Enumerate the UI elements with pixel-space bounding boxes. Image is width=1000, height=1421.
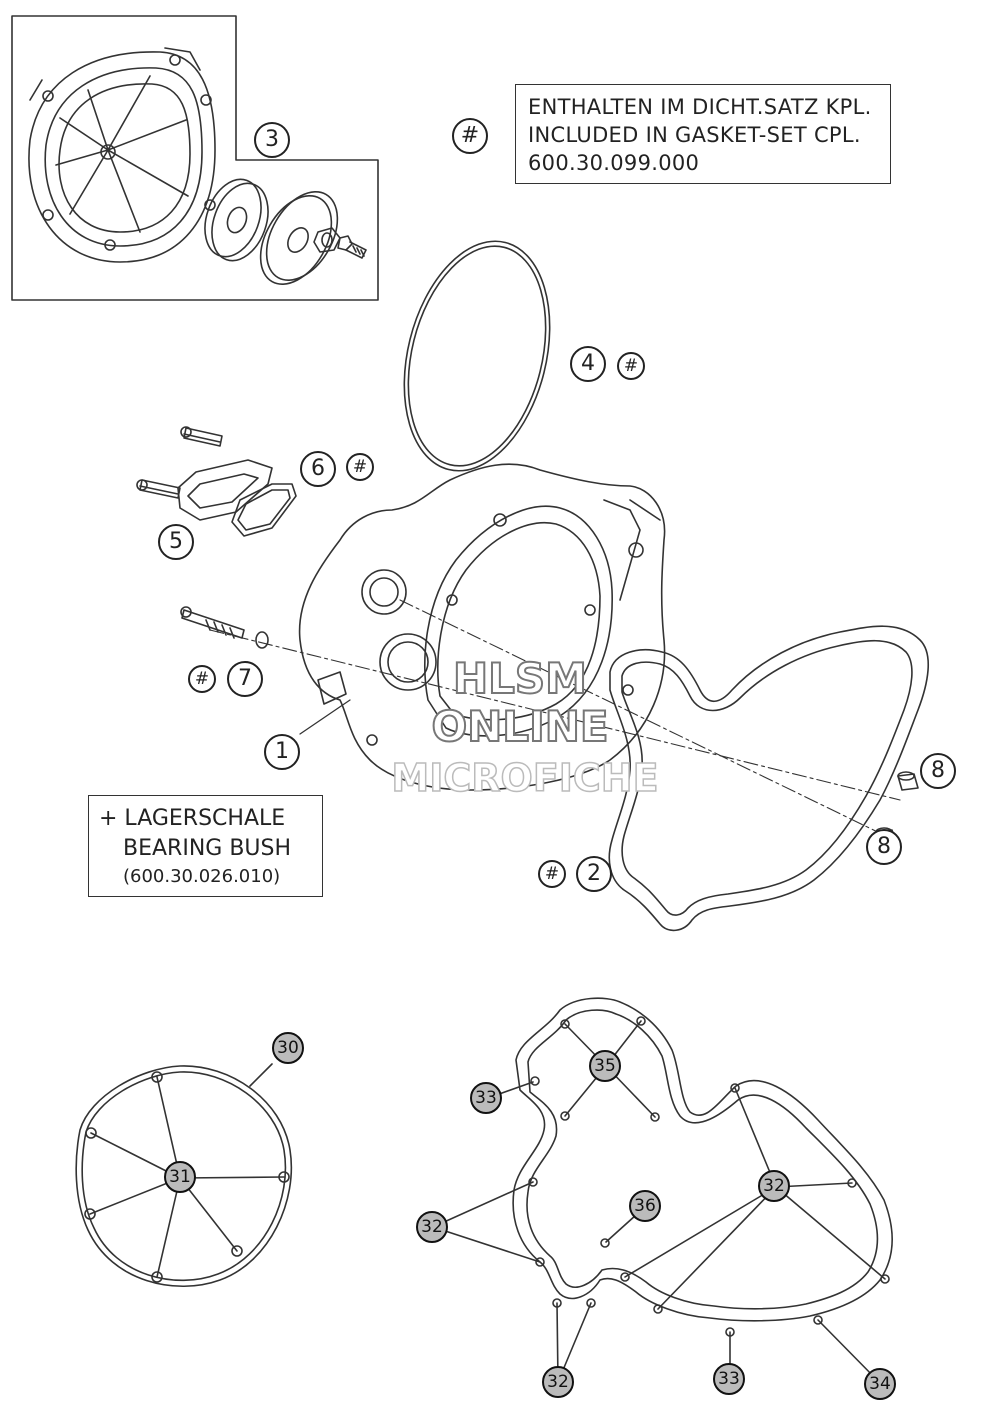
callout-part-7: 7 — [227, 661, 263, 697]
cover-assembly-frame — [11, 15, 379, 301]
callout-part-32-right: 32 — [758, 1170, 790, 1202]
callout-part-31: 31 — [164, 1161, 196, 1193]
callout-part-3: 3 — [254, 122, 290, 158]
bush-line-3: (600.30.026.010) — [123, 866, 281, 887]
ignition-cover-illustration — [298, 463, 666, 791]
bearing-bush-note: + LAGERSCHALE BEARING BUSH (600.30.026.0… — [88, 795, 323, 897]
note-line-1: ENTHALTEN IM DICHT.SATZ KPL. — [528, 95, 872, 119]
watermark-line-3: MICROFICHE — [391, 755, 660, 801]
callout-part-30: 30 — [272, 1032, 304, 1064]
callout-part-33-lower: 33 — [713, 1363, 745, 1395]
callout-part-33-upper: 33 — [470, 1082, 502, 1114]
callout-part-4: 4 — [570, 346, 606, 382]
callout-part-7-hash: # — [188, 665, 216, 693]
callout-part-8-lower: 8 — [866, 829, 902, 865]
callout-part-32-left: 32 — [416, 1211, 448, 1243]
callout-part-2: 2 — [576, 856, 612, 892]
callout-part-5: 5 — [158, 524, 194, 560]
clutch-cover-illustration — [28, 47, 216, 263]
gasket-set-note: ENTHALTEN IM DICHT.SATZ KPL. INCLUDED IN… — [515, 84, 891, 184]
callout-part-6-hash: # — [346, 453, 374, 481]
lower-gasket-outline — [432, 997, 893, 1384]
callout-part-2-hash: # — [538, 860, 566, 888]
note-hash-marker: # — [452, 118, 488, 154]
o-ring-illustration — [403, 240, 551, 472]
watermark-line-1: HLSM — [452, 653, 588, 704]
pump-cover-illustration — [136, 426, 273, 521]
note-line-2: INCLUDED IN GASKET-SET CPL. — [528, 123, 861, 147]
callout-part-32-bottom: 32 — [542, 1366, 574, 1398]
callout-part-8-upper: 8 — [920, 753, 956, 789]
nut-bolt-illustration — [313, 227, 367, 259]
watermark-line-2: ONLINE — [430, 701, 609, 752]
alignment-lines — [209, 599, 901, 839]
callout-part-6: 6 — [300, 451, 336, 487]
note-line-3: 600.30.099.000 — [528, 151, 700, 175]
lower-cover-outline — [75, 1063, 293, 1287]
cover-gasket-inner — [621, 639, 913, 916]
bush-line-2: BEARING BUSH — [123, 836, 292, 861]
callout-part-35: 35 — [589, 1050, 621, 1082]
callout-part-4-hash: # — [617, 352, 645, 380]
seal-cup-illustration — [204, 178, 269, 262]
bush-line-1: + LAGERSCHALE — [99, 806, 286, 831]
callout-part-34: 34 — [864, 1368, 896, 1400]
bolt-washer-illustration — [180, 606, 269, 649]
callout-part-36: 36 — [629, 1190, 661, 1222]
cover-gasket-illustration — [608, 625, 930, 932]
callout-part-1: 1 — [264, 734, 300, 770]
pump-gasket-illustration — [231, 483, 297, 537]
